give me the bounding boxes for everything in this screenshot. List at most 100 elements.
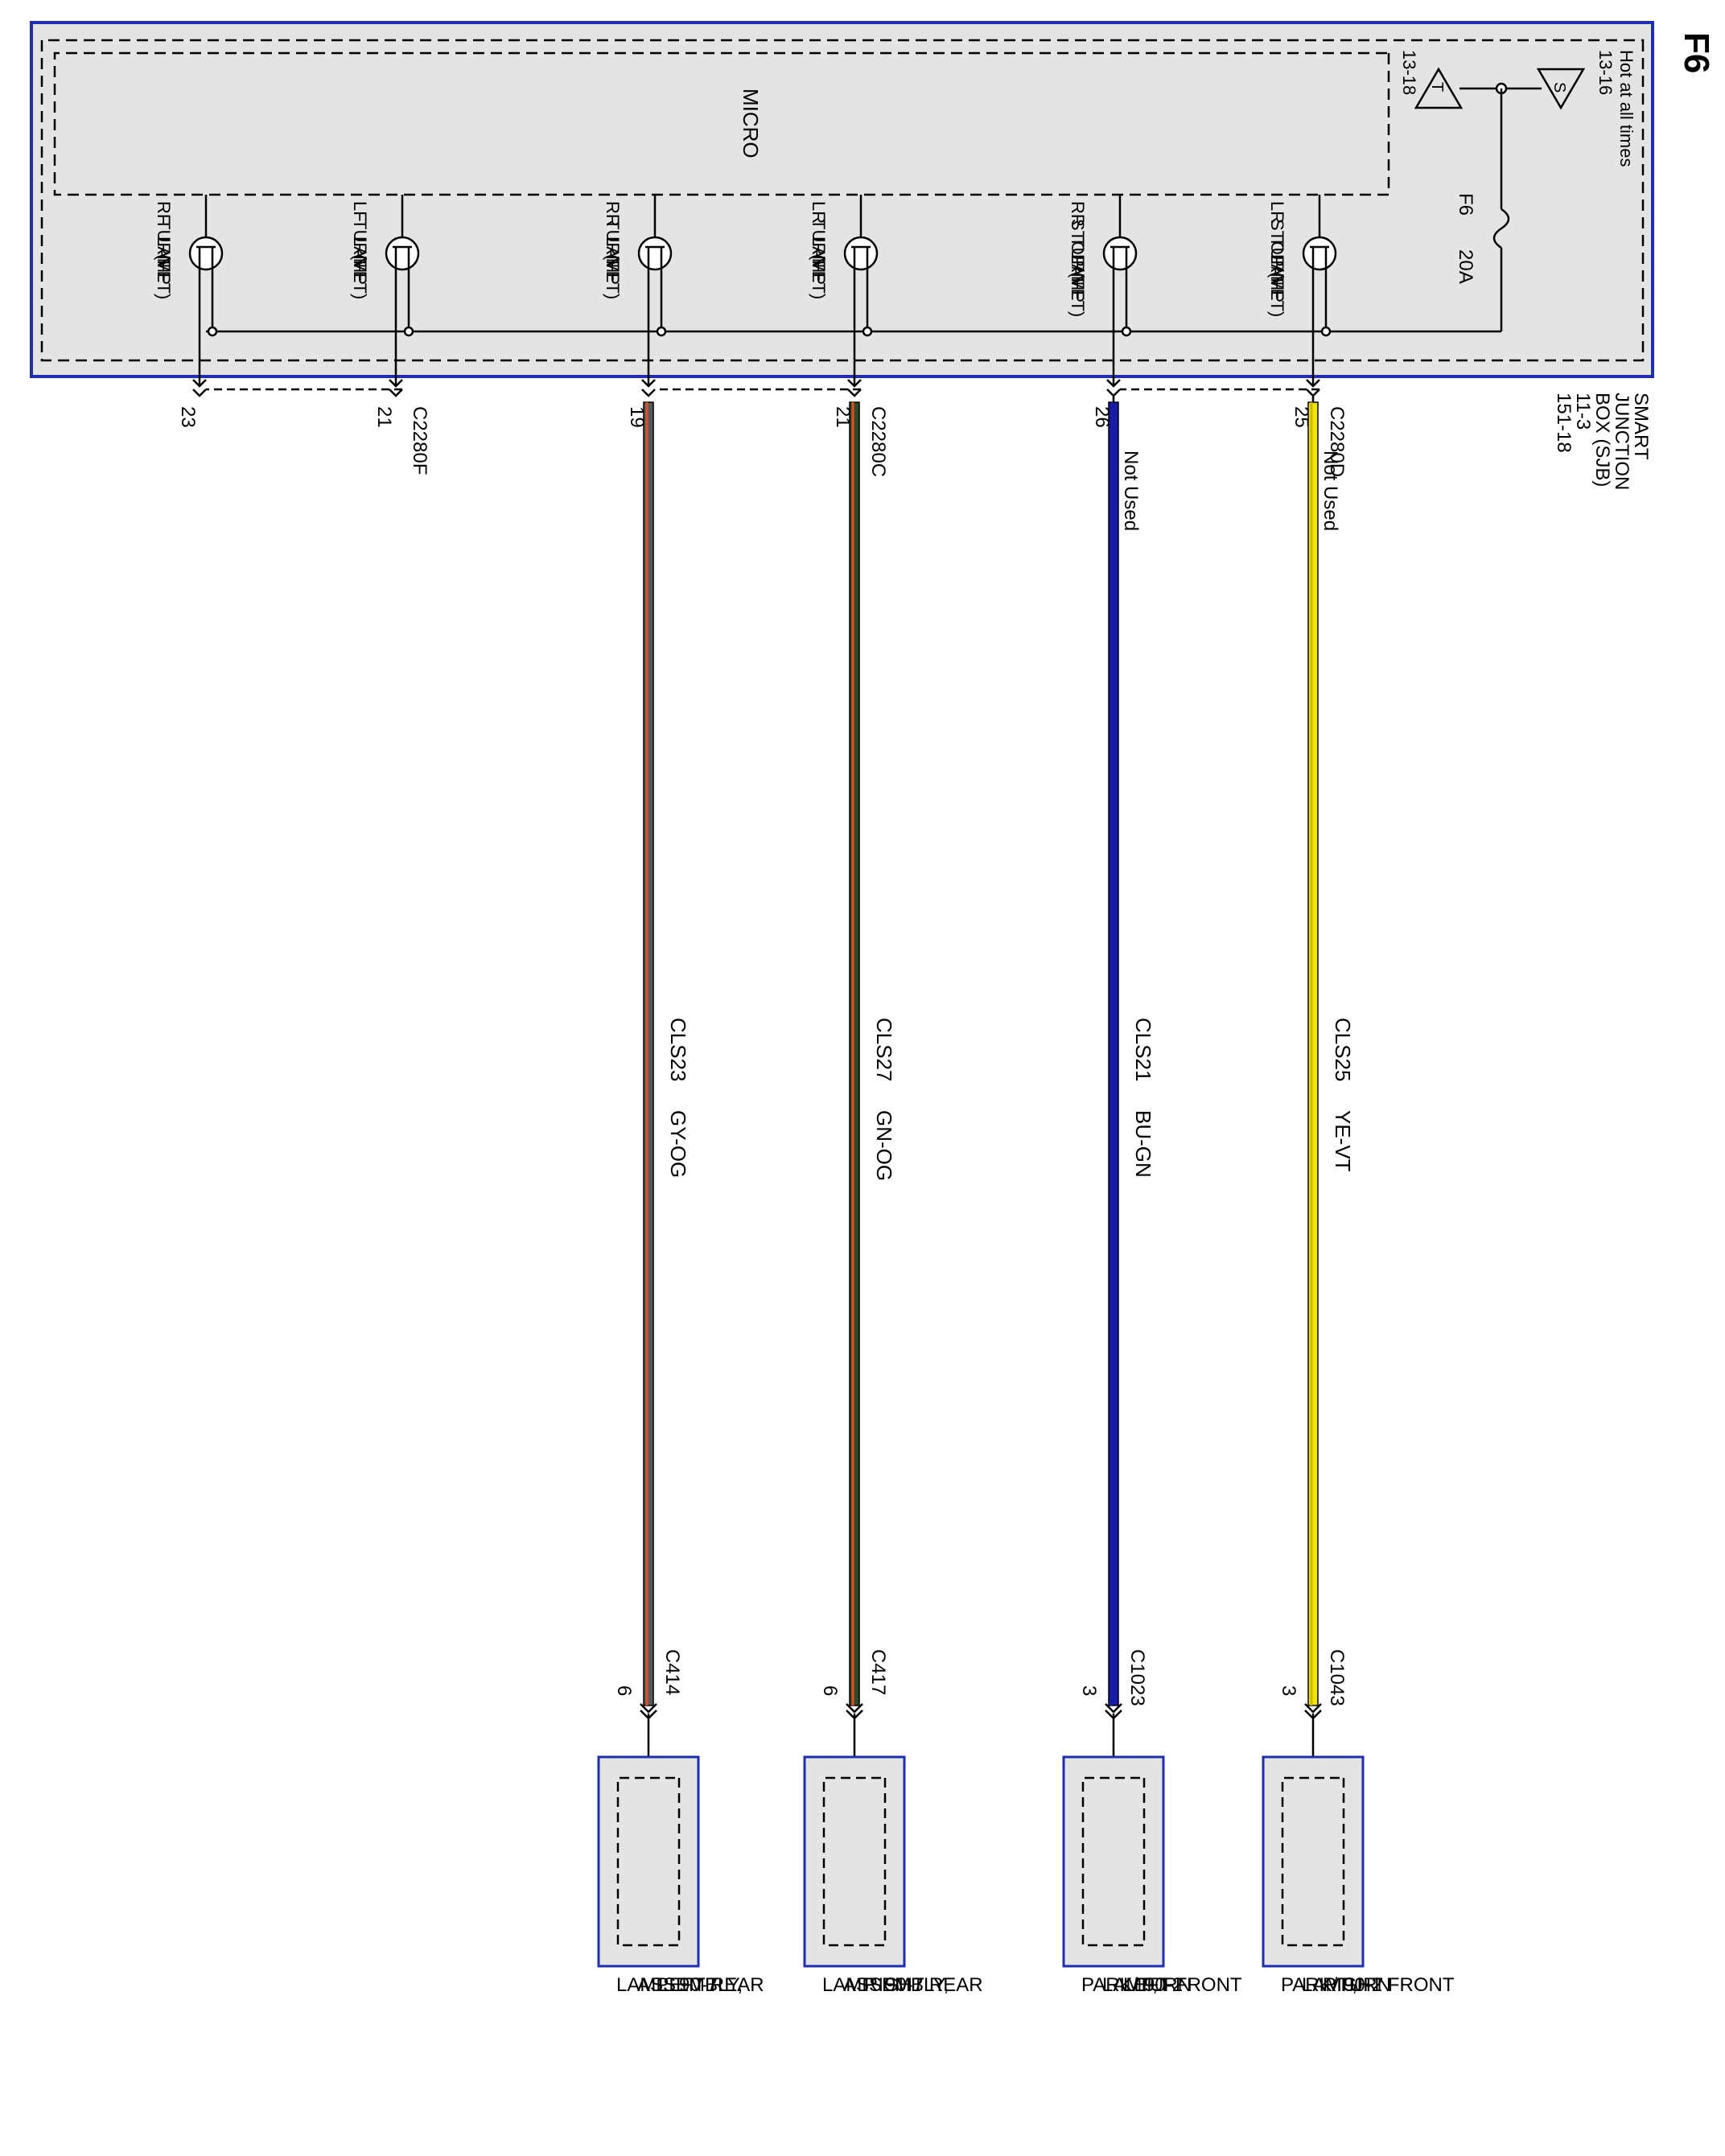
connector-id: C2280C	[867, 406, 889, 477]
output-label-line: TURN	[350, 219, 370, 268]
circuit-number: CLS21	[1131, 1018, 1155, 1082]
output-label-line: LAMP	[350, 237, 370, 285]
hot-at-all-times-label: Hot at all times	[1616, 50, 1636, 167]
page-label: F6	[1677, 32, 1716, 73]
fet-transistor-icon	[385, 236, 420, 271]
circuit-number: CLS25	[1331, 1018, 1355, 1082]
fuse-id: F6	[1455, 193, 1476, 216]
connector-pin-icon	[1105, 1703, 1122, 1714]
device-label-line: LEFT REAR	[658, 1974, 764, 1996]
bus-junction-dot	[1320, 326, 1332, 337]
device-connector-pin: 6	[613, 1685, 635, 1696]
output-label-line: LR	[1267, 201, 1287, 224]
bus-junction-dot	[403, 326, 414, 337]
not-used-label: Not Used	[1120, 451, 1142, 531]
splice-t-ref: 13-18	[1399, 50, 1419, 95]
output-label-line: (FET)	[1068, 272, 1088, 317]
device-label-line: 90-2	[1344, 1974, 1382, 1996]
module-name: SMART JUNCTION BOX (SJB) 11-3 151-18	[1553, 393, 1652, 490]
connector-id: C2280D	[1326, 406, 1348, 477]
device-label-line: PARK/TURN	[1081, 1974, 1192, 1996]
module-name-line: BOX (SJB)	[1591, 393, 1613, 487]
circuit-wire	[849, 401, 860, 1706]
output-label-line: STOP/	[1267, 219, 1287, 273]
fuse-rating: 20A	[1455, 249, 1476, 284]
circuit-number: CLS23	[666, 1018, 690, 1082]
device-connector-pin: 3	[1278, 1685, 1299, 1696]
fuse-f6	[1492, 208, 1510, 249]
device-connector-id: C414	[661, 1649, 683, 1695]
micro-label: MICRO	[739, 88, 763, 158]
output-label-line: LF	[350, 201, 370, 222]
circuit-color-code: YE-VT	[1331, 1110, 1355, 1172]
output-label-line: LAMP	[603, 237, 623, 285]
not-used-label: Not Used	[1319, 451, 1341, 531]
circuit-number: CLS27	[872, 1018, 896, 1082]
device-label-line: RIGHT FRONT	[1323, 1974, 1455, 1996]
connector-pin-icon	[1304, 1703, 1322, 1714]
connector-pin-icon	[640, 1703, 657, 1714]
fet-transistor-icon	[1302, 236, 1337, 271]
splice-t-letter: T	[1428, 82, 1446, 92]
output-label-line: LAMP	[809, 237, 829, 285]
bus-junction-dot	[862, 326, 873, 337]
output-label-line: TURN	[1068, 237, 1088, 286]
device-connector-pin: 3	[1078, 1685, 1100, 1696]
device-connector-pin: 6	[819, 1685, 841, 1696]
module-name-line: 151-18	[1553, 393, 1575, 453]
device-label-line: ASSEMBLY,	[843, 1974, 949, 1996]
device-connector-id: C1023	[1126, 1649, 1148, 1706]
connector-pin-icon	[847, 379, 862, 388]
connector-pin-icon	[1106, 379, 1121, 388]
connector-pin-icon	[1306, 379, 1320, 388]
bus-junction-dot	[1121, 326, 1132, 337]
connector-pin-icon	[389, 379, 403, 388]
device-label-line: LAMP	[822, 1974, 875, 1996]
device-label-line: 90-7	[885, 1974, 924, 1996]
connector-pin-icon	[192, 379, 207, 388]
circuit-wire	[1307, 401, 1319, 1706]
smart-junction-box	[30, 21, 1654, 378]
output-label-line: RF	[154, 201, 174, 224]
connector-id: C2280F	[409, 406, 430, 475]
circuit-wire	[643, 401, 654, 1706]
output-label-line: RR	[603, 201, 623, 227]
device-label-line: 90-2	[1144, 1974, 1183, 1996]
bus-junction-dot	[656, 326, 667, 337]
circuit-wires: CLS23GY-OGC4146CLS27GN-OGC4176CLS21BU-GN…	[613, 401, 1355, 1757]
device-label-line: RIGHT REAR	[864, 1974, 983, 1996]
device-connector-id: C1043	[1326, 1649, 1348, 1706]
device-label-line: 90-7	[679, 1974, 718, 1996]
output-label-line: TURN	[603, 219, 623, 268]
module-name-line: 11-3	[1572, 393, 1594, 430]
output-label-line: LAMP	[154, 237, 174, 285]
output-label-line: LAMP	[1267, 254, 1287, 302]
splice-t-symbol: T	[1414, 67, 1464, 109]
device-label-line: LEFT FRONT	[1123, 1974, 1242, 1996]
output-label-line: LR	[809, 201, 829, 224]
output-label-line: RR	[1068, 201, 1088, 227]
fet-transistor-icon	[1102, 236, 1138, 271]
output-label-line: TURN	[1267, 237, 1287, 286]
fet-transistor-icon	[843, 236, 879, 271]
connector-pin-number: 21	[373, 406, 395, 428]
output-label-line: TURN	[809, 219, 829, 268]
smart-junction-box-inner-boundary	[40, 39, 1645, 362]
rotated-frame: F6 MICRO SMART JUNCTION BOX (SJB) 11-3 1…	[30, 21, 1716, 1996]
splice-s-letter: S	[1550, 82, 1568, 93]
circuit-color-code: GY-OG	[666, 1110, 690, 1178]
connector-pin-icon	[641, 379, 656, 388]
output-label-line: STOP/	[1068, 219, 1088, 273]
output-label-line: (FET)	[603, 254, 623, 299]
circuit-wire	[1108, 401, 1119, 1706]
